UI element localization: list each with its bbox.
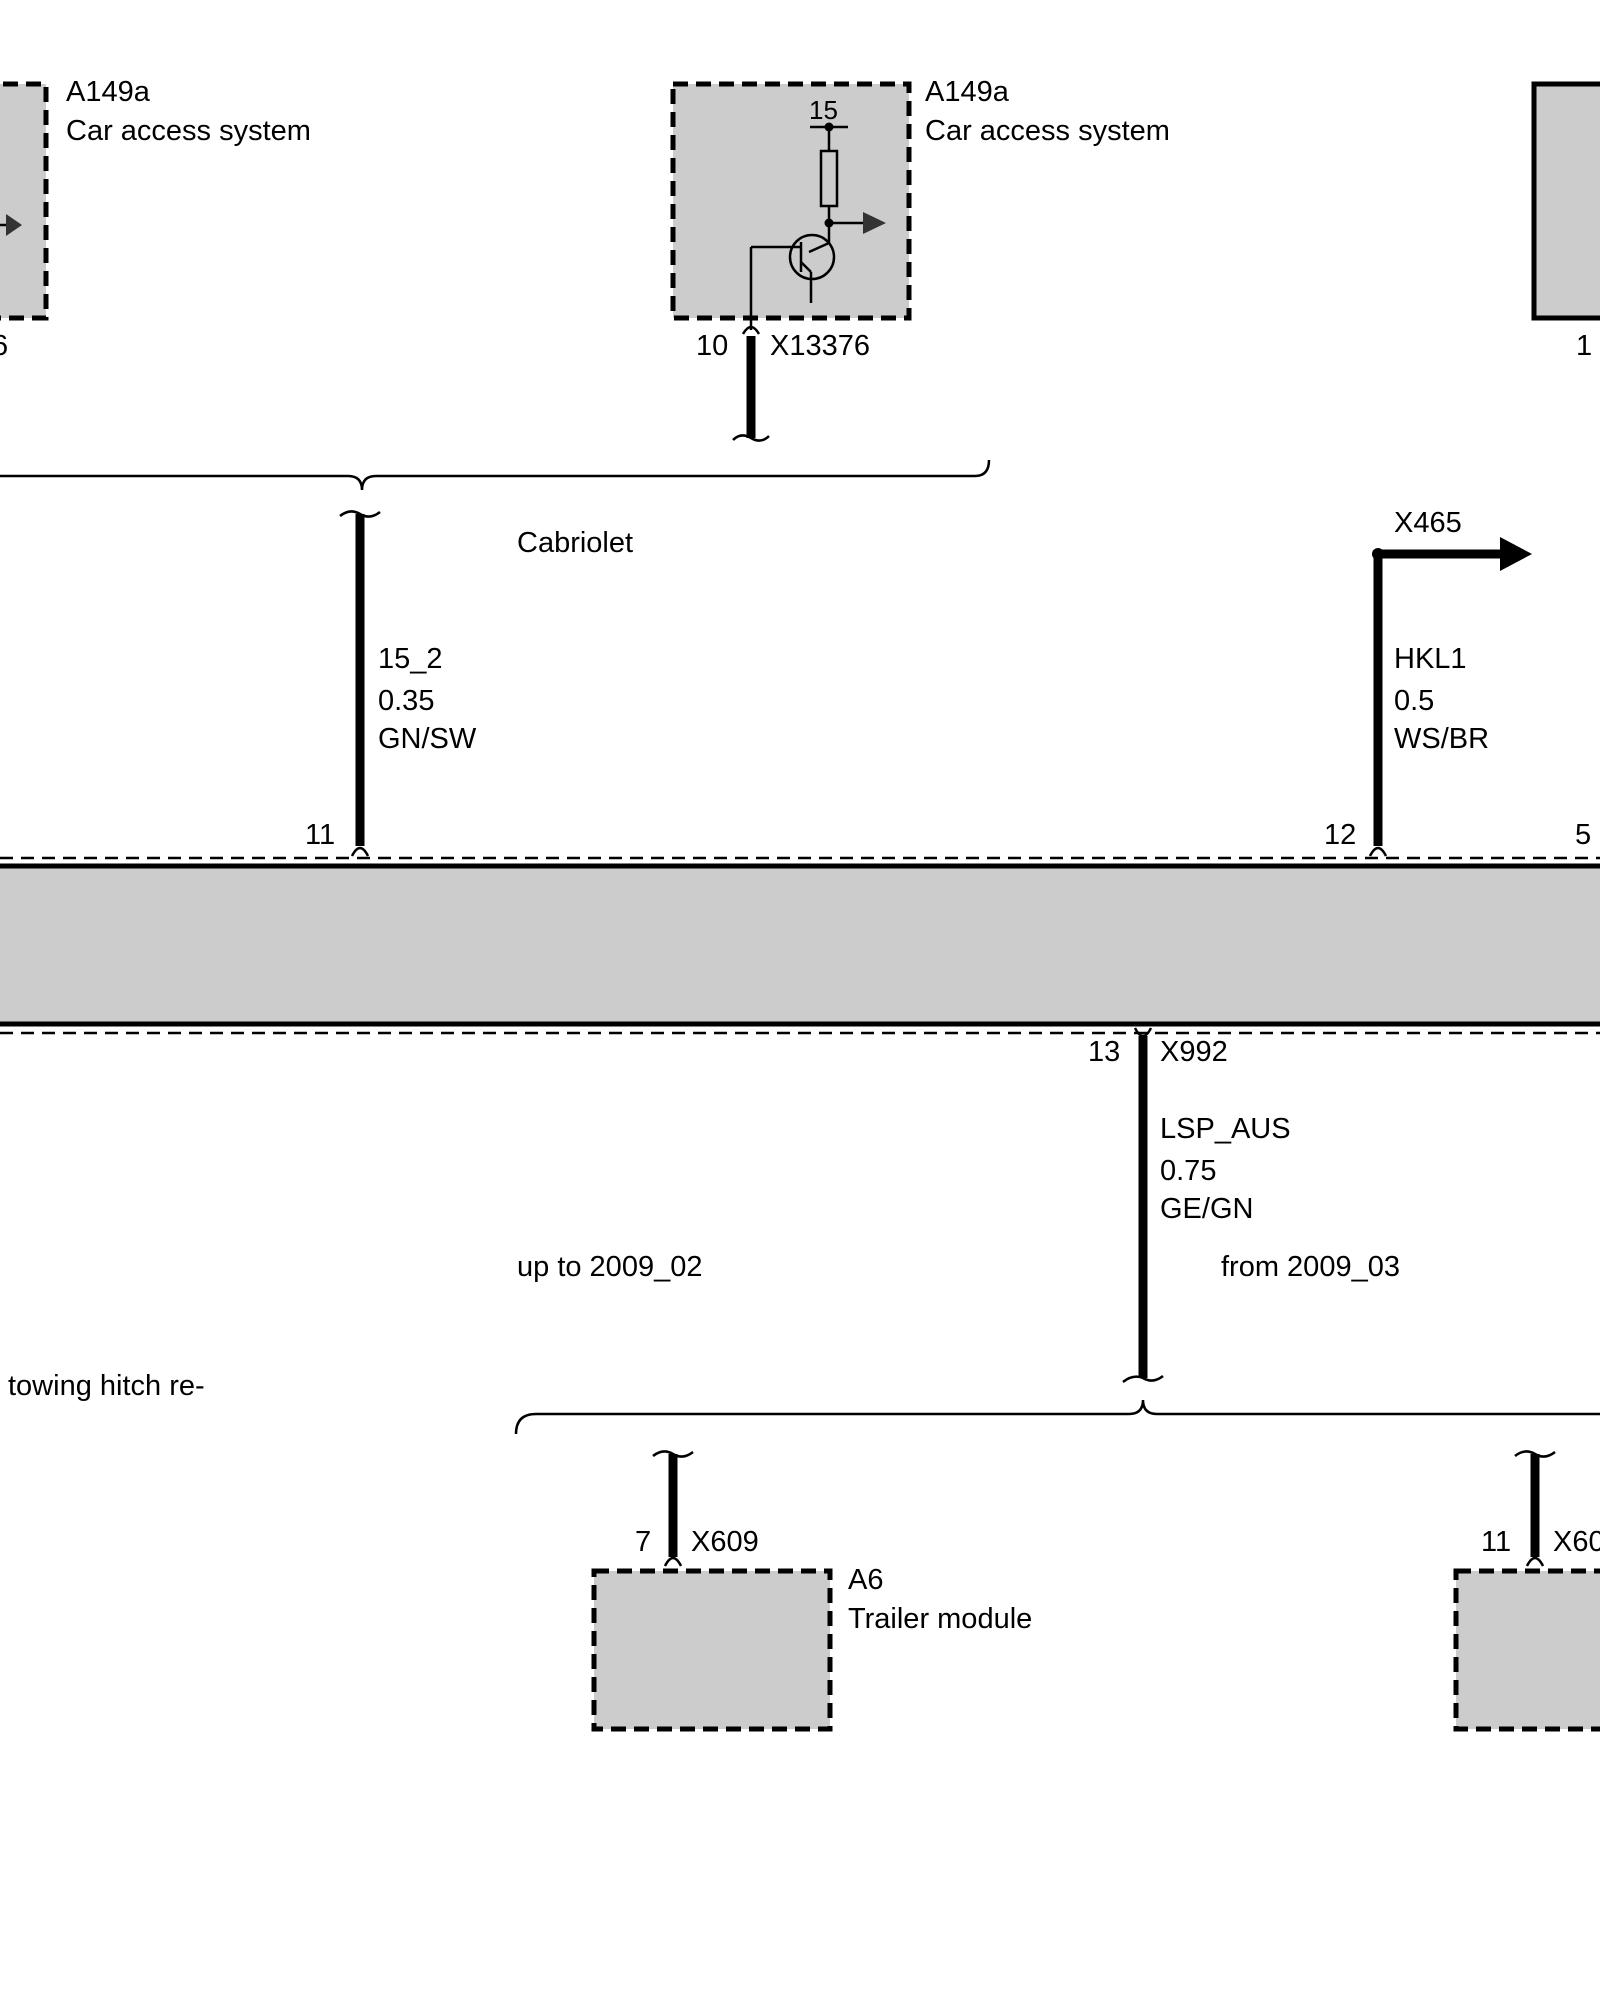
- connector-x13376: X13376: [770, 330, 870, 362]
- variant-from-label: from 2009_03: [1221, 1251, 1400, 1283]
- wire-lsp-aus-pin: 13: [1088, 1036, 1120, 1068]
- right-component-box: [1531, 81, 1600, 321]
- trailer-module-name: Trailer module: [848, 1603, 1032, 1635]
- hkl1-target-connector: X465: [1394, 507, 1462, 539]
- right-component: 1: [1531, 81, 1600, 362]
- trailer-module-id: A6: [848, 1564, 883, 1596]
- right-component-pin: 1: [1576, 330, 1592, 362]
- main-module-pin-5: 5: [1575, 819, 1591, 851]
- main-module: 5: [0, 819, 1600, 1035]
- car-access-center-box: [670, 81, 912, 321]
- wire-15-2-signal: 15_2: [378, 643, 443, 675]
- variant-up-to-label: up to 2009_02: [517, 1251, 702, 1283]
- wire-lsp-aus-signal: LSP_AUS: [1160, 1113, 1291, 1145]
- variant-brace: [514, 1399, 1600, 1435]
- car-access-center-id: A149a: [925, 76, 1010, 108]
- car-access-center-name: Car access system: [925, 115, 1170, 147]
- car-access-left-id: A149a: [66, 76, 151, 108]
- main-module-box: [0, 863, 1600, 1027]
- trailer-module-right-pin: 11: [1481, 1526, 1511, 1558]
- connector-x609: X609: [691, 1526, 759, 1558]
- connector-x60: X60: [1553, 1526, 1600, 1558]
- wire-lsp-aus: 13 X992 LSP_AUS 0.75 GE/GN: [1088, 1027, 1291, 1383]
- towing-hitch-note: towing hitch re-: [8, 1370, 205, 1402]
- wire-x13376: [732, 325, 770, 442]
- trailer-module-box: [591, 1568, 833, 1732]
- car-access-left-box: [0, 81, 49, 321]
- output-arrow-icon: [863, 212, 886, 234]
- wire-15-2: 15_2 0.35 GN/SW 11: [305, 510, 477, 857]
- car-access-center-pin: 10: [696, 330, 728, 362]
- wire-15-2-section: 0.35: [378, 685, 434, 717]
- car-access-left-pin: 6: [0, 330, 8, 362]
- trailer-module-pin: 7: [635, 1526, 651, 1558]
- cabriolet-label: Cabriolet: [517, 527, 633, 559]
- connector-x992: X992: [1160, 1036, 1228, 1068]
- arrow-right-icon: [1500, 537, 1532, 571]
- trailer-module: 7 X609 A6 Trailer module: [591, 1450, 1032, 1732]
- terminal-15-label: 15: [809, 95, 838, 125]
- trailer-module-right: 11 X60: [1453, 1450, 1600, 1732]
- wire-hkl1: X465 HKL1 0.5 WS/BR 12: [1324, 507, 1532, 857]
- wire-lsp-aus-section: 0.75: [1160, 1155, 1216, 1187]
- wire-hkl1-section: 0.5: [1394, 685, 1434, 717]
- car-access-system-left: A149a Car access system 6: [0, 76, 311, 362]
- wire-hkl1-signal: HKL1: [1394, 643, 1467, 675]
- wire-15-2-color: GN/SW: [378, 723, 477, 755]
- output-arrow-icon: [6, 214, 22, 236]
- wire-hkl1-pin: 12: [1324, 819, 1356, 851]
- wire-hkl1-color: WS/BR: [1394, 723, 1489, 755]
- car-access-left-name: Car access system: [66, 115, 311, 147]
- trailer-module-right-box: [1453, 1568, 1600, 1732]
- cabriolet-brace: [0, 459, 991, 491]
- car-access-system-center: 15 A149a Car access system 10 X13376: [670, 76, 1170, 362]
- wire-lsp-aus-color: GE/GN: [1160, 1193, 1253, 1225]
- wire-15-2-pin: 11: [305, 819, 335, 851]
